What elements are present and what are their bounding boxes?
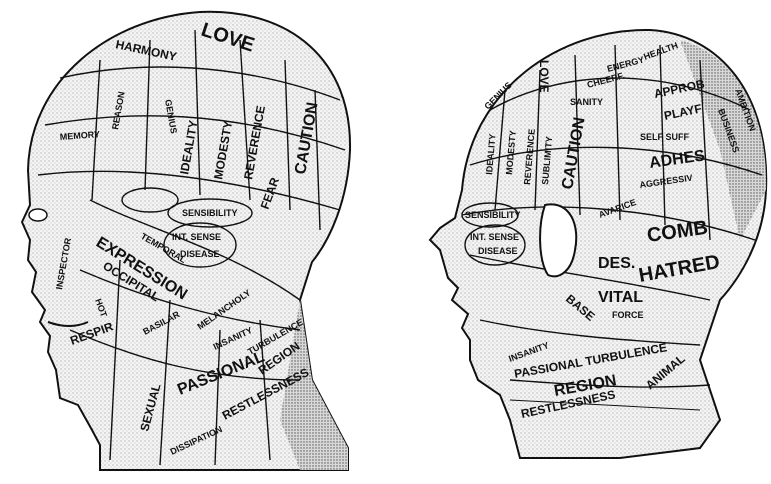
right-label-sanity: SANITY (570, 97, 603, 107)
left-label-int-sense: INT. SENSE (172, 232, 221, 242)
right-label-sensibility: SENSIBILITY (465, 210, 521, 220)
right-ear (540, 204, 576, 276)
left-head: HARMONY LOVE MEMORY REASON GENIUS IDEALI… (22, 12, 350, 470)
right-label-des: DES. (598, 255, 635, 272)
right-label-int-sense: INT. SENSE (470, 232, 519, 242)
right-label-self-suff: SELF SUFF (640, 132, 690, 142)
right-label-love: LOVE (537, 60, 551, 93)
right-head: LOVE HEALTH ENERGY CHEERF. APPROB PLAYF … (430, 30, 766, 458)
right-label-disease: DISEASE (478, 246, 518, 256)
right-label-force: FORCE (612, 310, 644, 320)
left-eye (29, 209, 47, 221)
left-label-sensibility: SENSIBILITY (182, 208, 238, 218)
right-label-vital: VITAL (598, 289, 643, 306)
